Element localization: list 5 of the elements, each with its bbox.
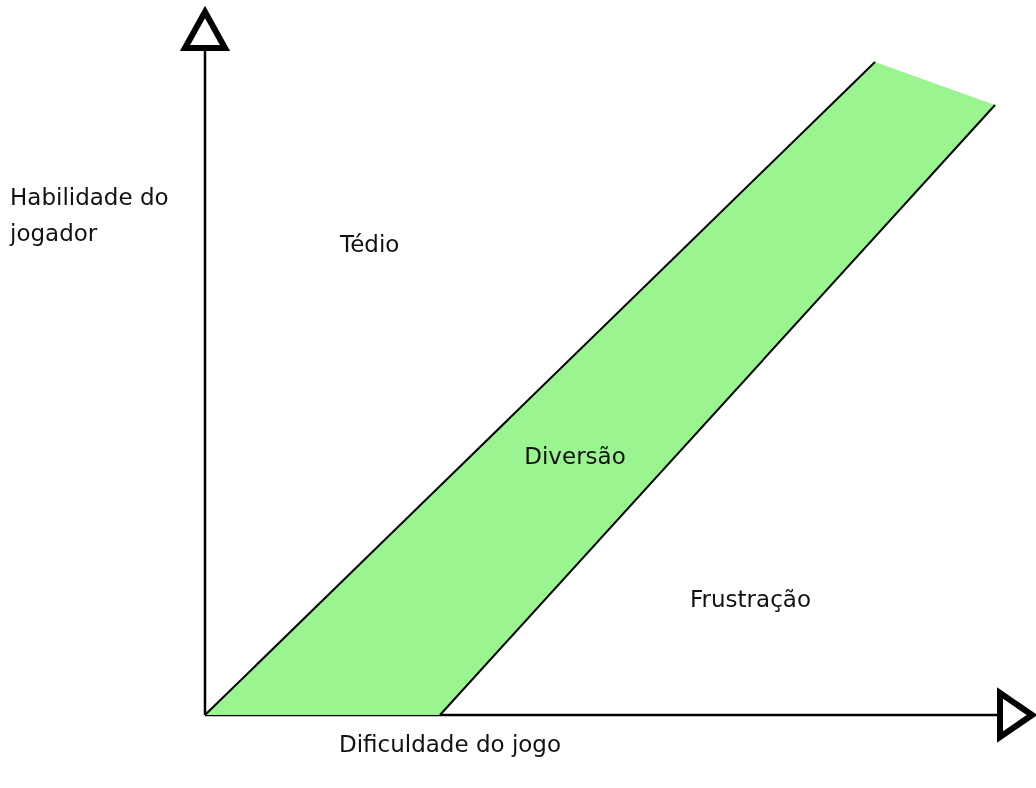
axis-title: Habilidade do jogador xyxy=(10,183,170,248)
zone-label: Tédio xyxy=(340,230,401,259)
zone-label: Diversão xyxy=(523,443,627,469)
axis-title: Dificuldade do jogo xyxy=(337,730,563,759)
zone-label: Frustração xyxy=(690,585,812,614)
